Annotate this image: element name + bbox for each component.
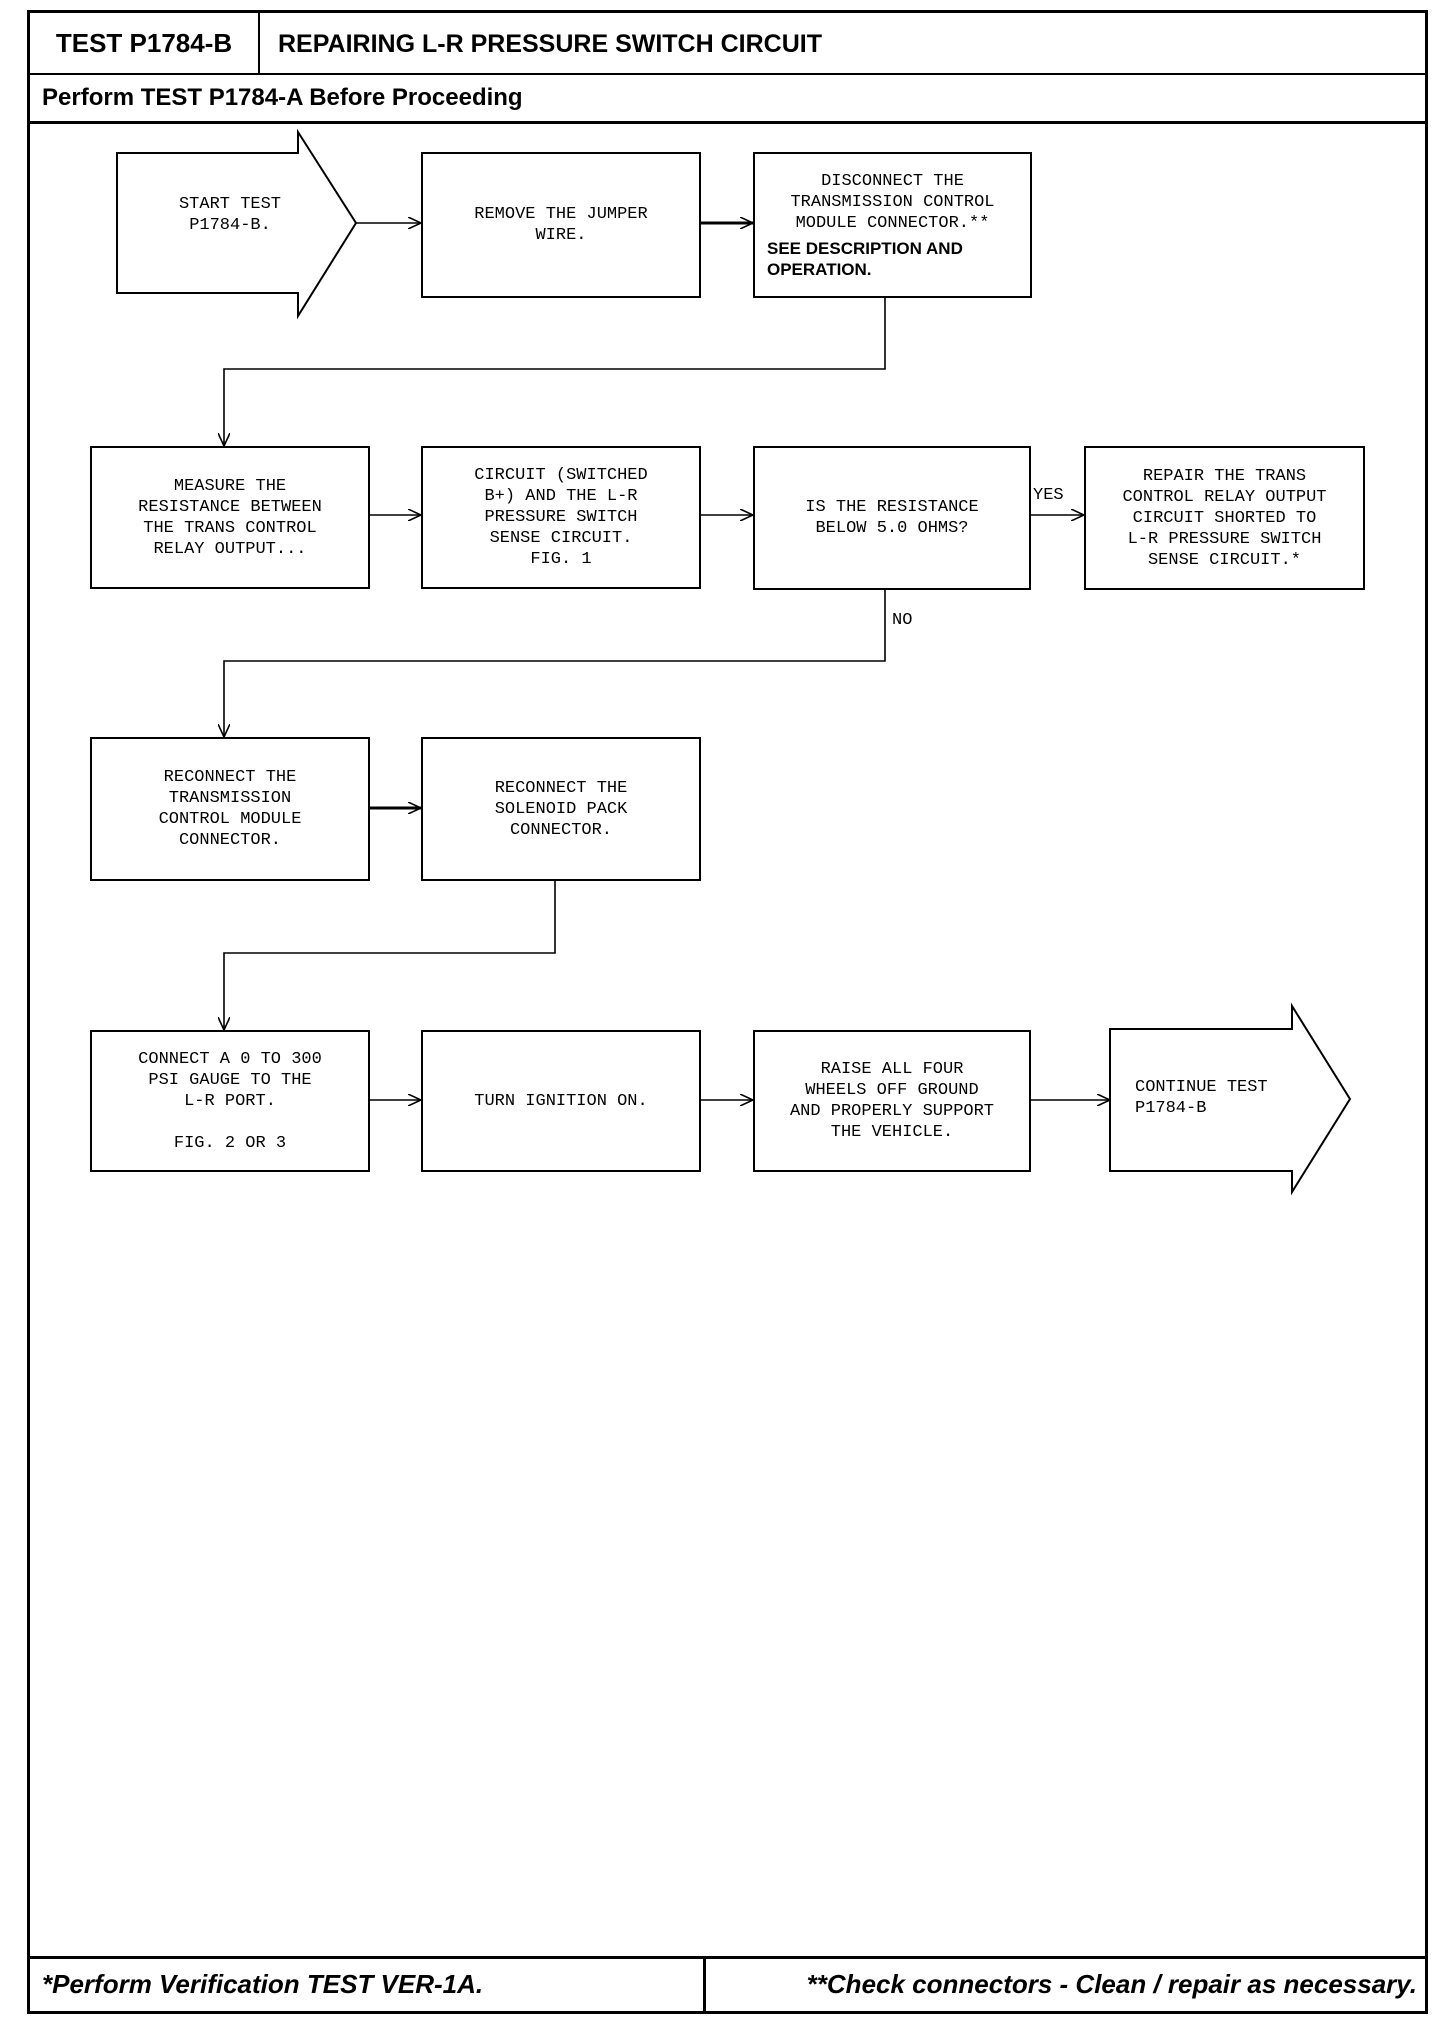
step-continue-label: CONTINUE TEST P1784-B — [1135, 1078, 1268, 1118]
step-remove-jumper: REMOVE THE JUMPER WIRE. — [421, 152, 701, 298]
yes-label: YES — [1033, 486, 1064, 505]
prerequisite-note: Perform TEST P1784-A Before Proceeding — [42, 84, 523, 111]
page-title: REPAIRING L-R PRESSURE SWITCH CIRCUIT — [278, 30, 822, 58]
step-disconnect-tcm-text: DISCONNECT THE TRANSMISSION CONTROL MODU… — [790, 171, 995, 233]
step-repair-short: REPAIR THE TRANS CONTROL RELAY OUTPUT CI… — [1084, 446, 1365, 590]
continue-arrow-shape — [1109, 1002, 1352, 1196]
step-start-label: START TEST P1784-B. — [178, 195, 282, 235]
connector-no — [224, 590, 886, 737]
subheader-row: Perform TEST P1784-A Before Proceeding — [30, 73, 1425, 124]
footer-verification-note: *Perform Verification TEST VER-1A. — [30, 1959, 706, 2011]
step-circuit-fig1: CIRCUIT (SWITCHED B+) AND THE L-R PRESSU… — [421, 446, 701, 589]
page-frame: TEST P1784-B REPAIRING L-R PRESSURE SWIT… — [27, 10, 1428, 2014]
step-reconnect-solenoid: RECONNECT THE SOLENOID PACK CONNECTOR. — [421, 737, 701, 881]
step-measure-resistance: MEASURE THE RESISTANCE BETWEEN THE TRANS… — [90, 446, 370, 589]
step-raise-wheels: RAISE ALL FOUR WHEELS OFF GROUND AND PRO… — [753, 1030, 1031, 1172]
footer-connector-note: **Check connectors - Clean / repair as n… — [806, 1969, 1417, 1999]
step-ignition-on: TURN IGNITION ON. — [421, 1030, 701, 1172]
footer: *Perform Verification TEST VER-1A. **Che… — [30, 1956, 1425, 2011]
header-row: TEST P1784-B REPAIRING L-R PRESSURE SWIT… — [30, 13, 1425, 75]
decision-resistance-below-5-ohms: IS THE RESISTANCE BELOW 5.0 OHMS? — [753, 446, 1031, 590]
step-reconnect-tcm: RECONNECT THE TRANSMISSION CONTROL MODUL… — [90, 737, 370, 881]
step-disconnect-tcm-note: SEE DESCRIPTION AND OPERATION. — [767, 238, 963, 279]
step-disconnect-tcm: DISCONNECT THE TRANSMISSION CONTROL MODU… — [753, 152, 1032, 298]
test-id: TEST P1784-B — [30, 13, 260, 73]
step-connect-gauge: CONNECT A 0 TO 300 PSI GAUGE TO THE L-R … — [90, 1030, 370, 1172]
connector-disconnect-to-measure — [224, 298, 886, 446]
start-arrow-shape — [116, 128, 358, 320]
connector-solenoid-to-gauge — [224, 881, 556, 1030]
no-label: NO — [892, 611, 913, 630]
